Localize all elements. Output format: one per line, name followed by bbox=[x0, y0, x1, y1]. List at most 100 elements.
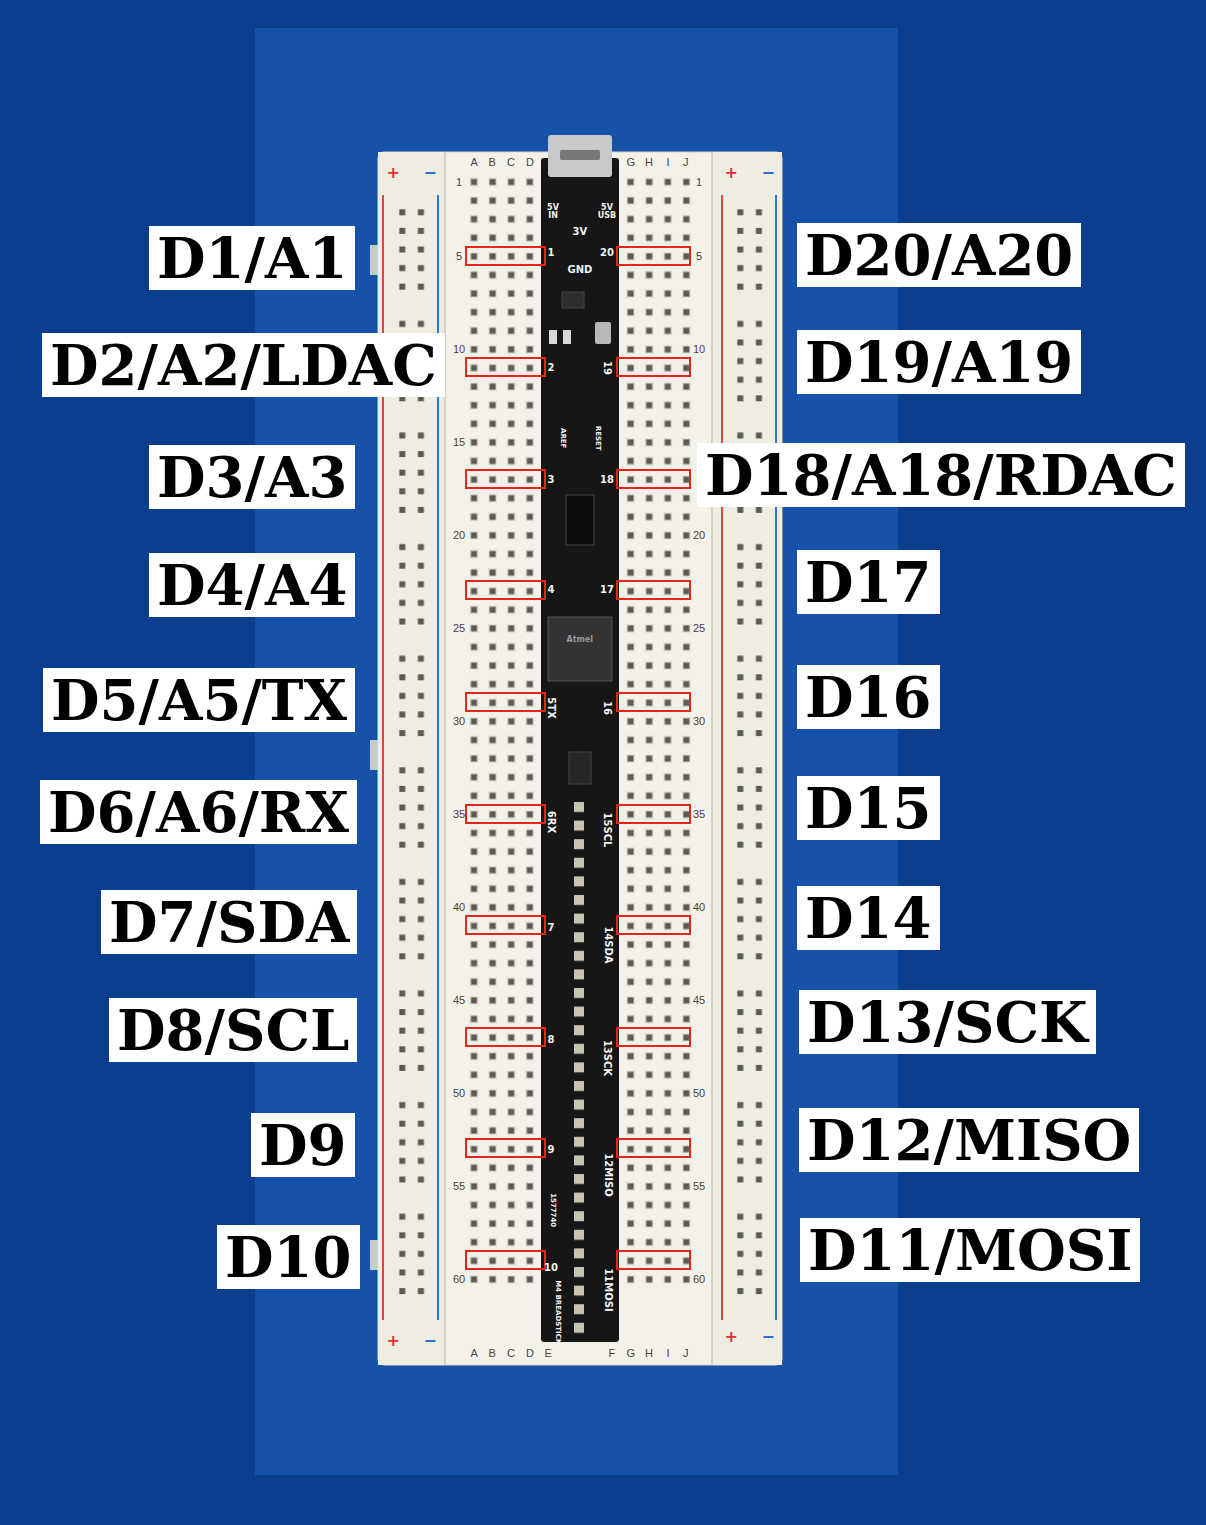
breadboard-marking: G bbox=[627, 1347, 636, 1360]
breadboard-marking: 35 bbox=[693, 808, 705, 821]
silkscreen-text: GND bbox=[568, 264, 593, 276]
breadboard-marking: H bbox=[645, 1347, 653, 1360]
reset-button bbox=[595, 322, 611, 344]
silkscreen-text: 1577740 bbox=[549, 1193, 557, 1227]
breadboard-marking: 35 bbox=[453, 808, 465, 821]
breadboard-marking: 5 bbox=[696, 250, 702, 263]
pin-label: D13/SCK bbox=[799, 990, 1096, 1054]
breadboard-marking: 25 bbox=[693, 622, 705, 635]
microcontroller-board bbox=[541, 158, 619, 1342]
pin-highlight bbox=[466, 247, 545, 265]
swd-header bbox=[566, 495, 594, 545]
pin-highlight bbox=[466, 693, 545, 711]
breadboard-marking: B bbox=[489, 156, 496, 169]
breadboard-marking: 50 bbox=[453, 1087, 465, 1100]
breadboard-marking: C bbox=[507, 1347, 515, 1360]
breadboard-marking: 60 bbox=[693, 1273, 705, 1286]
silkscreen-text: 12MISO bbox=[601, 1153, 613, 1196]
breadboard-marking: 30 bbox=[693, 715, 705, 728]
pin-highlight bbox=[466, 1251, 545, 1269]
usb-slot bbox=[560, 150, 600, 160]
breadboard-marking: 1 bbox=[456, 176, 462, 189]
pin-label: D5/A5/TX bbox=[43, 668, 355, 732]
pin-label: D3/A3 bbox=[149, 445, 355, 509]
breadboard-marking: 15 bbox=[453, 436, 465, 449]
rail-sign: − bbox=[762, 1327, 775, 1346]
breadboard-marking: I bbox=[667, 1347, 670, 1360]
silkscreen-text: AREF bbox=[559, 428, 567, 448]
breadboard-marking: H bbox=[645, 156, 653, 169]
pin-label: D17 bbox=[797, 550, 940, 614]
pin-label: D14 bbox=[797, 886, 940, 950]
silkscreen-text: 9 bbox=[548, 1144, 555, 1156]
silkscreen-text: 2 bbox=[548, 362, 555, 374]
mcu-chip bbox=[548, 617, 612, 681]
silkscreen-text: 5V USB bbox=[597, 204, 617, 220]
pin-highlight bbox=[617, 470, 690, 488]
breadboard-marking: A bbox=[471, 1347, 478, 1360]
pin-highlight bbox=[466, 805, 545, 823]
silkscreen-text: 15SCL bbox=[601, 813, 613, 848]
silkscreen-text: 8 bbox=[548, 1034, 555, 1046]
breadboard-marking: D bbox=[526, 1347, 534, 1360]
pin-highlight bbox=[617, 805, 690, 823]
pin-highlight bbox=[466, 1139, 545, 1157]
silkscreen-text: 17 bbox=[600, 584, 614, 596]
pin-highlight bbox=[466, 581, 545, 599]
rail-line-red bbox=[721, 195, 723, 1320]
pin-highlight bbox=[466, 358, 545, 376]
pin-label: D4/A4 bbox=[149, 553, 355, 617]
breadboard-marking: 10 bbox=[693, 343, 705, 356]
silkscreen-text: 11MOSI bbox=[601, 1268, 613, 1311]
pin-label: D11/MOSI bbox=[800, 1218, 1140, 1282]
breadboard-marking: J bbox=[683, 156, 689, 169]
breadboard-marking: E bbox=[545, 1347, 552, 1360]
rail-sign: + bbox=[725, 163, 738, 182]
breadboard-marking: 30 bbox=[453, 715, 465, 728]
breadboard-marking: B bbox=[489, 1347, 496, 1360]
passive-part bbox=[549, 330, 557, 344]
breadboard-marking: 45 bbox=[693, 994, 705, 1007]
rail-sign: − bbox=[424, 163, 437, 182]
pin-label: D20/A20 bbox=[797, 223, 1081, 287]
silkscreen-text: 13SCK bbox=[601, 1040, 613, 1076]
rail-sign: − bbox=[762, 163, 775, 182]
pin-label: D19/A19 bbox=[797, 330, 1081, 394]
pin-label: D2/A2/LDAC bbox=[42, 333, 445, 397]
groove bbox=[711, 152, 713, 1365]
pin-highlight bbox=[617, 581, 690, 599]
silkscreen-text: 3 bbox=[548, 474, 555, 486]
breadboard-marking: 40 bbox=[693, 901, 705, 914]
pin-label: D18/A18/RDAC bbox=[697, 443, 1185, 507]
pin-highlights bbox=[466, 247, 690, 1269]
silkscreen-text: 10 bbox=[544, 1262, 558, 1274]
rail-sign: + bbox=[725, 1327, 738, 1346]
pin-highlight bbox=[617, 1028, 690, 1046]
silkscreen-text: 3V bbox=[573, 226, 588, 238]
flash-chip bbox=[569, 752, 591, 784]
passive-part bbox=[563, 330, 571, 344]
pin-label: D15 bbox=[797, 776, 940, 840]
pin-highlight bbox=[466, 916, 545, 934]
silkscreen-text: 1 bbox=[548, 247, 555, 259]
rail-sign: + bbox=[387, 1331, 400, 1350]
rail-sign: − bbox=[424, 1331, 437, 1350]
pin-label: D16 bbox=[797, 665, 940, 729]
silkscreen-text: 5TX bbox=[545, 697, 557, 719]
breadboard-marking: 55 bbox=[453, 1180, 465, 1193]
breadboard-marking: 60 bbox=[453, 1273, 465, 1286]
pin-label: D12/MISO bbox=[799, 1108, 1139, 1172]
breadboard-marking: 20 bbox=[693, 529, 705, 542]
pin-label: D6/A6/RX bbox=[40, 780, 357, 844]
silkscreen-text: M4 BREADSTICK bbox=[554, 1280, 562, 1344]
silkscreen-text: 19 bbox=[601, 361, 613, 375]
pin-label: D8/SCL bbox=[109, 998, 357, 1062]
rail-sign: + bbox=[387, 163, 400, 182]
regulator bbox=[562, 292, 584, 308]
breadboard-marking: C bbox=[507, 156, 515, 169]
silkscreen-text: 5V IN bbox=[543, 204, 563, 220]
silkscreen-text: 6RX bbox=[545, 811, 557, 833]
breadboard-marking: 10 bbox=[453, 343, 465, 356]
